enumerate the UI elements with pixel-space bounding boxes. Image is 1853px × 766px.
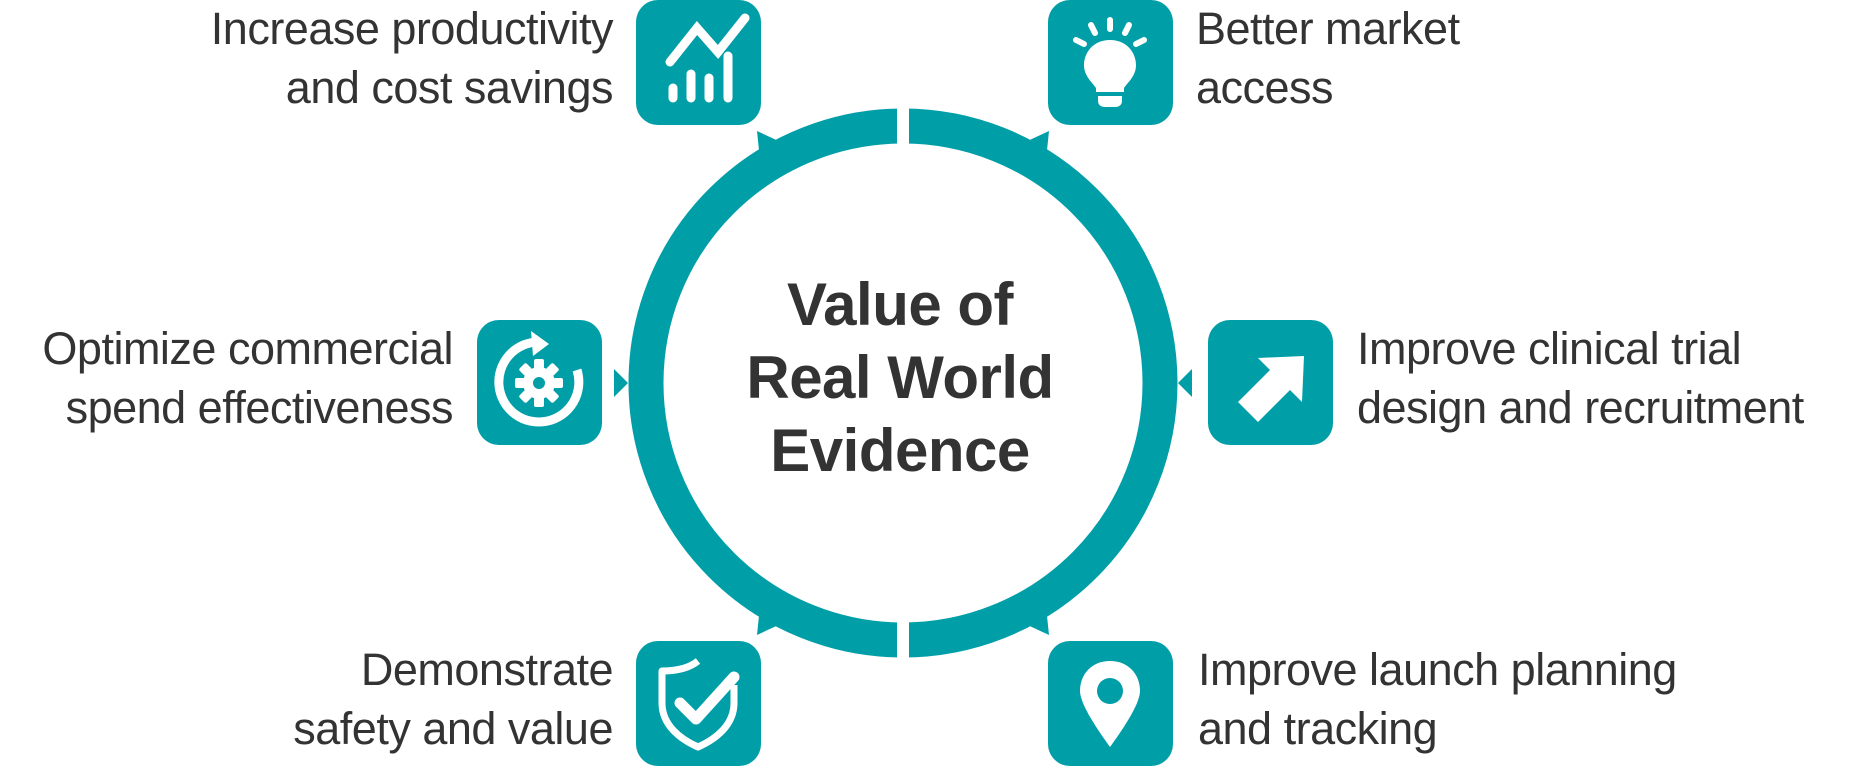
- item-label-market-access: Better market access: [1196, 0, 1460, 117]
- label-line: Improve launch planning: [1198, 644, 1677, 695]
- arrow-up-right-icon: [1208, 320, 1333, 445]
- title-line-3: Evidence: [770, 417, 1030, 484]
- item-label-clinical-trial: Improve clinical trial design and recrui…: [1357, 319, 1804, 437]
- title-line-2: Real World: [746, 344, 1054, 411]
- label-line: Increase productivity: [210, 3, 614, 54]
- center-title: Value of Real World Evidence: [700, 268, 1100, 487]
- title-line-1: Value of: [786, 271, 1014, 338]
- item-label-productivity: Increase productivity and cost savings: [210, 0, 614, 117]
- label-line: safety and value: [293, 703, 613, 754]
- item-label-commercial-spend: Optimize commercial spend effectiveness: [42, 319, 453, 437]
- map-pin-icon: [1048, 641, 1173, 766]
- label-line: Better market: [1196, 3, 1460, 54]
- shield-check-icon: [636, 641, 761, 766]
- label-line: Improve clinical trial: [1357, 323, 1742, 374]
- label-line: Optimize commercial: [42, 323, 453, 374]
- lightbulb-icon: [1048, 0, 1173, 125]
- item-label-launch-planning: Improve launch planning and tracking: [1198, 640, 1677, 758]
- label-line: and tracking: [1198, 703, 1438, 754]
- label-line: Demonstrate: [360, 644, 614, 695]
- chart-growth-icon: [636, 0, 761, 125]
- label-line: spend effectiveness: [65, 382, 454, 433]
- label-line: and cost savings: [285, 62, 614, 113]
- label-line: access: [1196, 62, 1334, 113]
- gear-cycle-icon: [477, 320, 602, 445]
- item-label-safety-value: Demonstrate safety and value: [293, 640, 613, 758]
- label-line: design and recruitment: [1357, 382, 1804, 433]
